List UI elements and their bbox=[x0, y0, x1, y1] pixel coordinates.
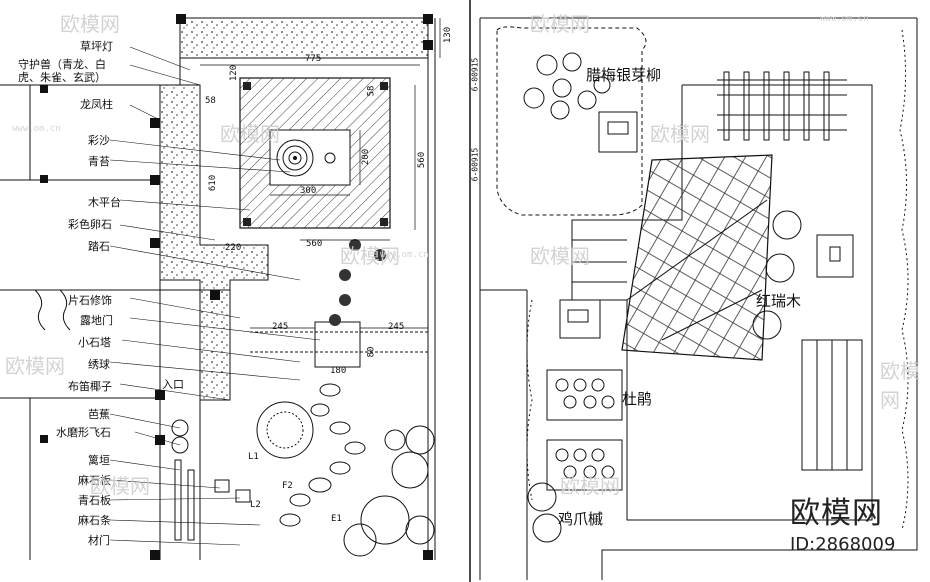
dim-610: 610 bbox=[208, 174, 219, 192]
label-bluestone-slab: 青石板 bbox=[78, 494, 111, 507]
label-banana: 芭蕉 bbox=[88, 408, 110, 421]
dim-200: 200 bbox=[361, 148, 372, 166]
left-site-plan bbox=[0, 14, 441, 560]
marker-f2: F2 bbox=[282, 481, 293, 491]
watermark-url: www.om.cn bbox=[12, 124, 61, 134]
brand-logo-text: 欧模网 bbox=[790, 496, 883, 531]
dim-560-bottom: 560 bbox=[306, 239, 323, 249]
label-guardian-beasts: 守护兽（青龙、白 虎、朱雀、玄武） bbox=[18, 58, 106, 84]
watermark-tile: 欧模网 bbox=[880, 359, 920, 412]
watermark-url: www.om.cn bbox=[380, 250, 429, 260]
dim-220: 220 bbox=[225, 243, 242, 253]
watermark-url: www.om.cn bbox=[820, 14, 869, 24]
dim-245-right: 245 bbox=[388, 322, 405, 332]
label-japanese-maple: 鸡爪槭 bbox=[558, 510, 604, 528]
watermark-tile: 欧模网 bbox=[5, 354, 65, 378]
model-id: ID:2868009 bbox=[790, 534, 896, 555]
marker-e1: E1 bbox=[331, 514, 342, 524]
right-site-plan bbox=[469, 0, 918, 582]
marker-l2: L2 bbox=[250, 500, 261, 510]
label-fence: 篱垣 bbox=[88, 454, 110, 467]
dim-120: 120 bbox=[229, 64, 240, 82]
label-wood-deck: 木平台 bbox=[88, 196, 121, 209]
dim-245-left: 245 bbox=[272, 322, 289, 332]
label-stone-pagoda: 小石塔 bbox=[78, 336, 111, 349]
label-colored-pebbles: 彩色卵石 bbox=[68, 218, 112, 231]
dim-58: 58 bbox=[205, 96, 216, 106]
label-lawn-lamp: 草坪灯 bbox=[80, 40, 113, 53]
label-garden-gate: 露地门 bbox=[80, 314, 113, 327]
label-slate-trim: 片石修饰 bbox=[68, 294, 112, 307]
watermark-tile: 欧模网 bbox=[650, 122, 710, 146]
watermark-tile: 欧模网 bbox=[90, 474, 150, 498]
marker-l1: L1 bbox=[248, 452, 259, 462]
label-stepping-stones: 踏石 bbox=[88, 240, 110, 253]
watermark-tile: 欧模网 bbox=[560, 474, 620, 498]
watermark-tile: 欧模网 bbox=[530, 244, 590, 268]
watermark-tile: 欧模网 bbox=[60, 12, 120, 36]
label-hydrangea: 绣球 bbox=[88, 358, 110, 371]
dim-560-right: 560 bbox=[417, 151, 428, 169]
label-colored-sand: 彩沙 bbox=[88, 134, 110, 147]
dim-80: 80 bbox=[366, 346, 377, 358]
label-red-dogwood: 红瑞木 bbox=[756, 292, 802, 310]
watermark-tile: 欧模网 bbox=[220, 122, 280, 146]
side-code-2: 6-00915 bbox=[470, 147, 480, 182]
label-azalea: 杜鹃 bbox=[622, 390, 653, 408]
dim-130: 130 bbox=[443, 26, 454, 44]
dim-180: 180 bbox=[330, 366, 347, 376]
label-flying-stones: 水磨形飞石 bbox=[56, 426, 111, 439]
label-bamboo-palm: 布笛椰子 bbox=[68, 380, 112, 393]
watermark-tile: 欧模网 bbox=[530, 12, 590, 36]
label-entrance: 入口 bbox=[162, 378, 184, 391]
watermark-tile: 欧模网 bbox=[340, 244, 400, 268]
label-granite-slab: 麻石板 bbox=[78, 474, 111, 487]
dim-300: 300 bbox=[300, 186, 317, 196]
side-code-1: 6-00915 bbox=[470, 57, 480, 92]
label-timber-gate: 材门 bbox=[88, 534, 110, 547]
label-wintersweet-willow: 腊梅银芽柳 bbox=[586, 66, 662, 84]
label-granite-bar: 麻石条 bbox=[78, 514, 111, 527]
dim-775: 775 bbox=[305, 54, 322, 64]
label-moss: 青苔 bbox=[88, 155, 110, 168]
label-dragon-phoenix-pillar: 龙凤柱 bbox=[80, 98, 113, 111]
dim-58b: 58 bbox=[366, 85, 377, 97]
